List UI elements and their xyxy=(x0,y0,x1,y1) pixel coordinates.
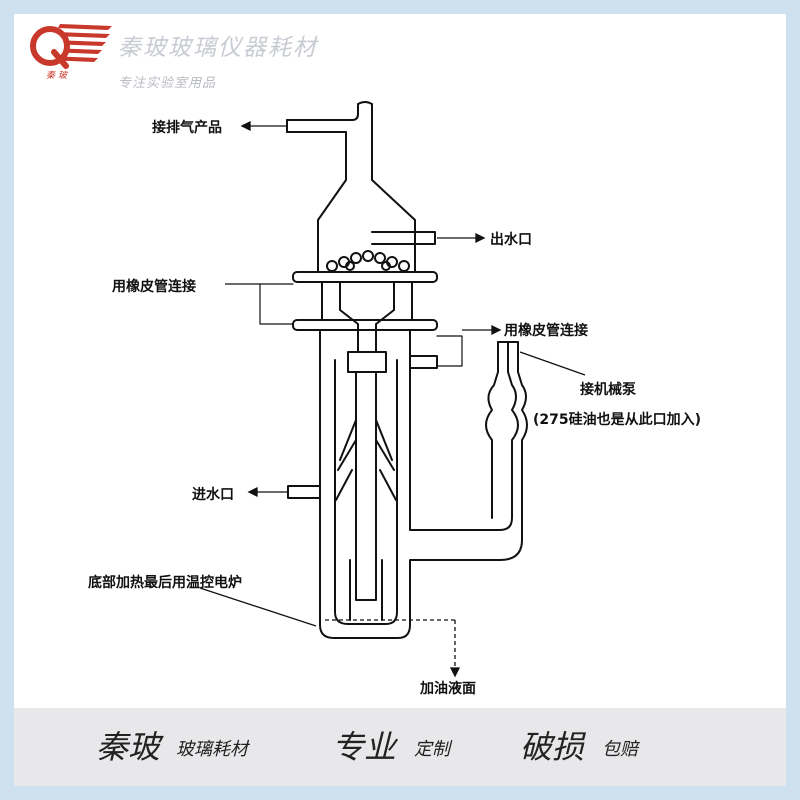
lower-flange xyxy=(292,319,438,331)
outer-body xyxy=(319,329,501,639)
footer-part3-small: 包赔 xyxy=(602,739,638,760)
cooling-coil xyxy=(326,250,410,272)
brand-name: 秦玻玻璃仪器耗材 xyxy=(118,35,318,61)
label-exhaust: 接排气产品 xyxy=(152,120,222,136)
logo-subtext: 秦玻 xyxy=(46,71,71,81)
footer-part3-big: 破损 xyxy=(520,728,585,766)
footer-banner: 秦玻 玻璃耗材 专业 定制 破损 包赔 xyxy=(14,708,786,786)
label-rubber-1: 用橡皮管连接 xyxy=(112,279,196,295)
upper-flange xyxy=(292,271,438,283)
label-water-out: 出水口 xyxy=(490,232,532,248)
brand-logo-icon: Q xyxy=(30,24,112,69)
water-inlet-pipe xyxy=(287,485,321,499)
footer-part1-big: 秦玻 xyxy=(96,728,161,766)
footer-part2-small: 定制 xyxy=(414,739,450,760)
exhaust-tube xyxy=(286,101,416,263)
label-rubber-2: 用橡皮管连接 xyxy=(504,323,588,339)
pump-tube xyxy=(499,341,519,531)
label-pump: 接机械泵 xyxy=(580,382,636,398)
image-frame xyxy=(14,14,786,786)
water-outlet-pipe xyxy=(371,231,436,245)
label-furnace: 底部加热最后用温控电炉 xyxy=(88,575,242,591)
brand-tagline: 专注实验室用品 xyxy=(118,76,217,91)
label-oil-level: 加油液面 xyxy=(420,681,476,697)
inner-column xyxy=(334,359,398,625)
footer-part2-big: 专业 xyxy=(332,728,397,766)
label-oil-note: (275硅油也是从此口加入) xyxy=(533,412,702,428)
footer-part1-small: 玻璃耗材 xyxy=(176,739,248,760)
label-water-in: 进水口 xyxy=(192,487,234,503)
